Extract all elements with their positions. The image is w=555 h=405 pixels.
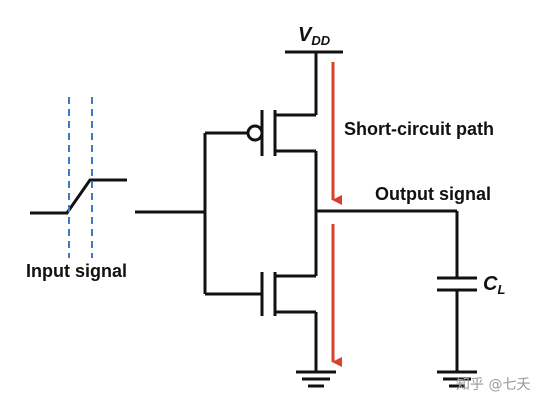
- output-and-load: [316, 209, 477, 372]
- threshold-dashed-lines: [68, 97, 93, 258]
- ground-icon: [437, 370, 477, 388]
- vdd-label: VDD: [298, 24, 331, 48]
- input-signal-label: Input signal: [26, 261, 127, 281]
- load-capacitor-label: CL: [483, 273, 505, 297]
- supply-column: [285, 50, 343, 372]
- ground-icon: [296, 370, 336, 388]
- nmos-transistor: [260, 272, 316, 316]
- output-signal-label: Output signal: [375, 184, 491, 204]
- short-circuit-path-label: Short-circuit path: [344, 119, 494, 139]
- input-wiring: [135, 131, 262, 296]
- input-waveform: [30, 178, 127, 215]
- watermark: 知乎 @七夭: [456, 376, 530, 393]
- pmos-transistor: [246, 110, 316, 156]
